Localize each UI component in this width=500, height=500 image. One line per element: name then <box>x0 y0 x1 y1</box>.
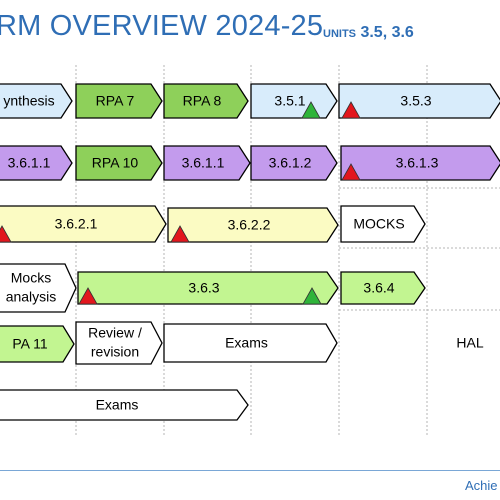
block-label: Review / <box>88 325 142 341</box>
block-shape <box>338 83 500 119</box>
block-3-6-2-2[interactable]: 3.6.2.2 <box>167 207 339 243</box>
red-triangle-marker-icon <box>78 287 98 305</box>
block-3-5-3[interactable]: 3.5.3 <box>338 83 500 119</box>
block-mocks[interactable]: MOCKS <box>340 205 426 243</box>
block-shape <box>163 323 338 363</box>
block-shape <box>77 271 339 305</box>
block-3-5-1[interactable]: 3.5.1 <box>250 83 338 119</box>
block-3-6-1-1[interactable]: 3.6.1.1 <box>163 145 251 181</box>
block-label: Exams <box>96 397 139 413</box>
block-label: RPA 8 <box>183 93 222 109</box>
block-rpa-7[interactable]: RPA 7 <box>75 83 163 119</box>
block-label: MOCKS <box>353 216 404 232</box>
block-3-6-2-1[interactable]: 3.6.2.1 <box>0 205 167 243</box>
block-label: 3.6.4 <box>363 280 394 296</box>
block-shape <box>340 145 500 181</box>
block-3-6-3[interactable]: 3.6.3 <box>77 271 339 305</box>
block-rpa-10[interactable]: RPA 10 <box>75 145 163 181</box>
block-3-6-1-3[interactable]: 3.6.1.3 <box>340 145 500 181</box>
block-label: 3.6.2.2 <box>228 217 271 233</box>
block-label-line2: revision <box>91 344 139 360</box>
block-label: 3.5.1 <box>274 93 305 109</box>
block-label: PA 11 <box>12 336 48 352</box>
block-exams[interactable]: Exams <box>0 389 249 421</box>
block-label: 3.6.1.2 <box>269 155 312 171</box>
block-ynthesis[interactable]: ynthesis <box>0 83 73 119</box>
block-label: HAL <box>456 335 483 351</box>
block-shape <box>167 207 339 243</box>
block-label: 3.6.1.1 <box>182 155 225 171</box>
block-label: Exams <box>225 335 268 351</box>
red-triangle-marker-icon <box>170 225 190 243</box>
units-subtitle: UNITS 3.5, 3.6 <box>323 24 414 42</box>
block-label-line2: analysis <box>6 289 57 305</box>
block-label: RPA 7 <box>96 93 135 109</box>
block-shape <box>75 83 163 119</box>
block-label: 3.5.3 <box>400 93 431 109</box>
block-review[interactable]: Review / revision <box>75 321 163 365</box>
block-shape <box>163 145 251 181</box>
block-label: 3.6.2.1 <box>55 216 98 232</box>
block-hal[interactable]: HAL <box>456 335 483 351</box>
block-label: RPA 10 <box>92 155 139 171</box>
block-shape <box>0 145 73 181</box>
footer-text: Achie <box>465 478 498 493</box>
block-shape <box>0 389 249 421</box>
bottom-divider <box>0 470 500 471</box>
block-3-6-1-2[interactable]: 3.6.1.2 <box>250 145 338 181</box>
block-shape <box>163 83 249 119</box>
block-shape <box>340 205 426 243</box>
red-triangle-marker-icon <box>341 101 361 119</box>
block-shape <box>0 325 75 363</box>
block-shape <box>340 271 426 305</box>
block-label: ynthesis <box>3 93 54 109</box>
block-shape <box>75 321 163 365</box>
green-triangle-marker-icon <box>302 287 322 305</box>
red-triangle-marker-icon <box>341 163 361 181</box>
block-label: 3.6.1.1 <box>8 155 51 171</box>
block-mocks[interactable]: Mocks analysis <box>0 263 77 313</box>
red-triangle-marker-icon <box>0 225 12 243</box>
block-pa-11[interactable]: PA 11 <box>0 325 75 363</box>
block-label: Mocks <box>11 270 51 286</box>
block-label: 3.6.3 <box>188 280 219 296</box>
block-exams[interactable]: Exams <box>163 323 338 363</box>
block-rpa-8[interactable]: RPA 8 <box>163 83 249 119</box>
block-3-6-4[interactable]: 3.6.4 <box>340 271 426 305</box>
block-shape <box>75 145 163 181</box>
green-triangle-marker-icon <box>301 101 321 119</box>
block-shape <box>0 83 73 119</box>
block-3-6-1-1[interactable]: 3.6.1.1 <box>0 145 73 181</box>
page-title: RM OVERVIEW 2024-25 <box>0 10 324 42</box>
block-shape <box>0 263 77 313</box>
block-shape <box>250 145 338 181</box>
units-label: UNITS <box>323 28 356 40</box>
block-shape <box>0 205 167 243</box>
units-values: 3.5, 3.6 <box>360 24 414 41</box>
block-label: 3.6.1.3 <box>396 155 439 171</box>
